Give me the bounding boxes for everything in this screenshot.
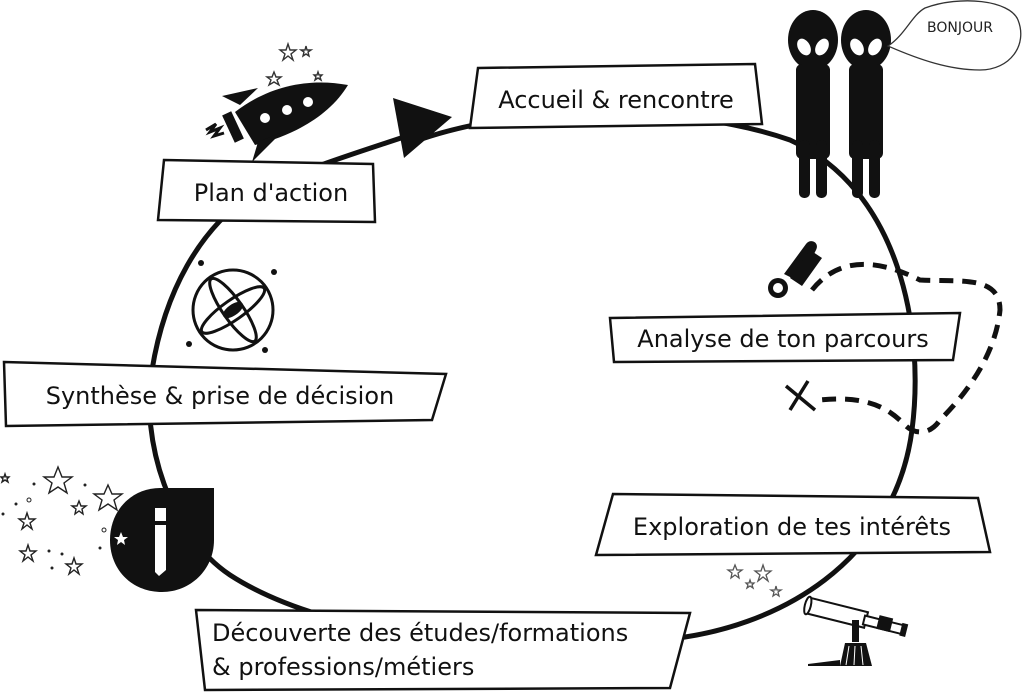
- step-decouverte-label-line2: & professions/métiers: [212, 653, 474, 681]
- arrow-head-icon: [393, 98, 452, 158]
- stars-icon: [726, 562, 784, 598]
- step-accueil-label: Accueil & rencontre: [498, 86, 734, 114]
- info-badge-icon: [110, 488, 214, 592]
- step-plan-label: Plan d'action: [194, 179, 348, 207]
- step-decouverte: Découverte des études/formations & profe…: [194, 608, 692, 692]
- step-exploration-label: Exploration de tes intérêts: [633, 513, 951, 541]
- stars-icon: [0, 465, 125, 577]
- step-synthese-label: Synthèse & prise de décision: [46, 382, 395, 410]
- step-accueil: Accueil & rencontre: [468, 62, 764, 130]
- telescope-icon: [803, 595, 909, 666]
- step-plan: Plan d'action: [156, 158, 377, 224]
- speech-bubble-text: BONJOUR: [927, 20, 993, 36]
- stars-icon: [264, 41, 324, 87]
- atom-icon: [186, 260, 277, 353]
- stars-dots: [1, 482, 107, 570]
- step-analyse: Analyse de ton parcours: [608, 311, 962, 364]
- rocket-icon: [205, 82, 348, 162]
- astronaut-icon: [768, 241, 822, 298]
- step-decouverte-label-line1: Découverte des études/formations: [212, 619, 628, 647]
- aliens-icon: [788, 10, 891, 198]
- speech-bubble-icon: BONJOUR: [886, 0, 1022, 71]
- step-analyse-label: Analyse de ton parcours: [637, 325, 928, 353]
- step-synthese: Synthèse & prise de décision: [2, 360, 448, 428]
- treasure-map-path-icon: [784, 261, 1003, 435]
- step-exploration: Exploration de tes intérêts: [594, 492, 992, 557]
